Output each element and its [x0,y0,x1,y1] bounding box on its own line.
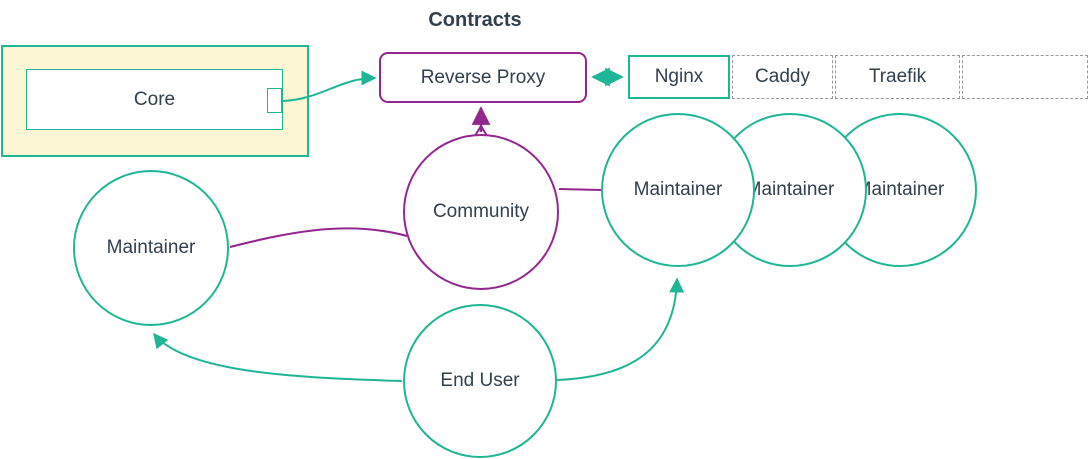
reverse-proxy-label: Reverse Proxy [420,66,546,88]
end-user-node: End User [403,304,557,458]
diagram-title: Contracts [428,8,522,31]
maintainer-left-label: Maintainer [106,237,196,258]
community-node: Community [403,134,559,290]
impl-caddy-label: Caddy [755,66,810,87]
maintainer-right-2-label: Maintainer [745,179,835,200]
maintainer-right-1-node: Maintainer [601,113,755,267]
core-port [267,88,282,113]
edge-enduser-to-maintainer-right [556,277,685,381]
core-node: Core [26,69,283,130]
maintainer-left-node: Maintainer [73,170,229,326]
reverse-proxy-node: Reverse Proxy [379,52,587,103]
edge-community-maintainer-left [229,227,408,248]
edge-community-maintainer-right [558,188,602,191]
maintainer-right-3-label: Maintainer [855,179,945,200]
impl-traefik-label: Traefik [868,66,927,87]
impl-box-traefik: Traefik [835,55,960,99]
impl-nginx-label: Nginx [654,66,704,87]
impl-box-caddy: Caddy [732,55,833,99]
core-node-label: Core [133,88,176,110]
edge-enduser-to-maintainer-left [153,332,403,382]
impl-box-empty [962,55,1088,99]
impl-box-nginx: Nginx [628,55,730,99]
maintainer-right-1-label: Maintainer [633,179,723,200]
end-user-label: End User [440,370,520,391]
community-label: Community [432,201,530,222]
